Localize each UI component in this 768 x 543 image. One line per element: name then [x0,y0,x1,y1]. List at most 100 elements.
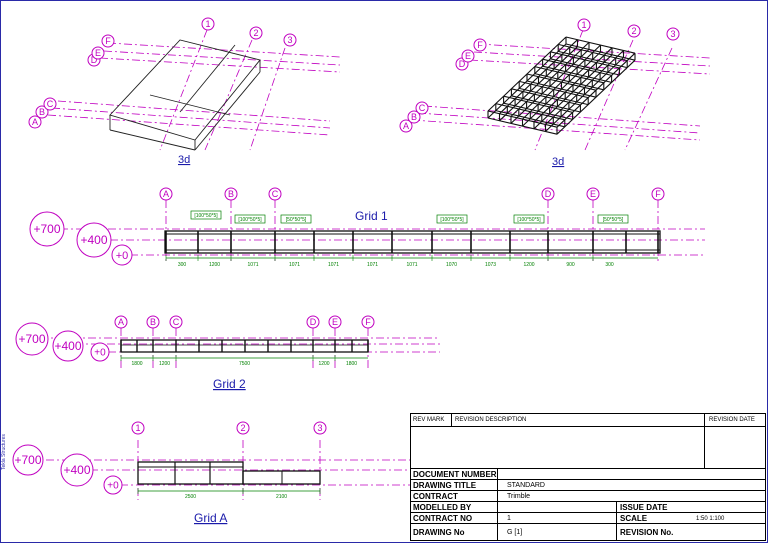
grid1-title[interactable]: Grid 1 [355,209,388,223]
grid2-level-0: +0 [90,342,110,362]
svg-text:1: 1 [581,20,586,30]
svg-text:+700: +700 [18,332,45,346]
grid2-axis-E: E [328,315,342,329]
grid1-beam-tag: [100*50*5] [238,217,262,223]
svg-text:E: E [95,48,101,58]
grid2-dim: 1800 [346,361,357,367]
svg-text:F: F [365,317,371,327]
axis-bubble-3dl-E: E [91,46,105,60]
grid1-dim: 1071 [247,262,258,268]
svg-text:B: B [39,107,45,117]
grid1-axis-C: C [268,187,282,201]
scale-label: SCALE [620,514,648,523]
grid1-dim: 1070 [446,262,457,268]
svg-text:B: B [228,189,234,199]
axis-bubble-3dl-1: 1 [201,17,215,31]
svg-text:+0: +0 [94,348,106,359]
axis-bubble-3dl-F: F [101,34,115,48]
svg-text:2: 2 [631,26,636,36]
rev-mark-header: REV MARK [413,417,445,423]
issue-date-label: ISSUE DATE [620,503,668,512]
axis-bubble-3dr-F: F [473,38,487,52]
grid2-axis-F: F [361,315,375,329]
revision-description-header: REVISION DESCRIPTION [455,417,527,423]
grid2-level-400: +400 [52,330,84,362]
grid2-title[interactable]: Grid 2 [213,377,246,391]
svg-text:+0: +0 [116,250,129,262]
grid1-dim: 300 [178,262,187,268]
drawing-no-label: DRAWING No [413,528,465,537]
grid1-dim: 1200 [523,262,534,268]
axis-bubble-3dl-B: B [35,105,49,119]
grid1-axis-E: E [586,187,600,201]
svg-text:C: C [173,317,180,327]
grid1-dim: 1071 [367,262,378,268]
grid1-level-400: +400 [76,222,112,258]
grid1-axis-B: B [224,187,238,201]
grid2-axis-C: C [169,315,183,329]
grid1-axis-D: D [541,187,555,201]
svg-text:A: A [403,121,409,131]
modelled-by-label: MODELLED BY [413,503,472,512]
axis-bubble-3dr-1: 1 [577,18,591,32]
svg-text:1: 1 [135,423,140,433]
contract-label: CONTRACT [413,492,458,501]
svg-text:2: 2 [240,423,245,433]
grid2-axis-B: B [146,315,160,329]
gridA-level-700: +700 [12,444,44,476]
grid2-axis-D: D [306,315,320,329]
svg-text:E: E [590,189,596,199]
axis-bubble-3dr-2: 2 [627,24,641,38]
svg-text:3: 3 [670,29,675,39]
svg-text:F: F [477,40,483,50]
gridA-axis-3: 3 [313,421,327,435]
document-number-label: DOCUMENT NUMBER [413,470,497,479]
grid2-dim: 1200 [318,361,329,367]
view-3d-left[interactable]: 3d [47,29,341,166]
drawing-no-value: G [1] [507,529,523,536]
svg-text:F: F [105,36,111,46]
grid2-level-700: +700 [15,322,49,356]
grid1-dim: 1073 [485,262,496,268]
svg-text:+400: +400 [80,233,107,247]
grid1-beam-tag: [100*50*5] [440,217,464,223]
svg-text:B: B [150,317,156,327]
grid1-level-0: +0 [111,244,133,266]
view-3d-right-title[interactable]: 3d [552,156,564,168]
grid1-dim: 1071 [406,262,417,268]
axis-bubble-3dl-C: C [43,97,57,111]
grid2-dim: 1800 [131,361,142,367]
svg-text:3: 3 [287,35,292,45]
axis-bubble-3dr-3: 3 [666,27,680,41]
contract-value: Trimble [507,493,531,500]
gridA-axis-2: 2 [236,421,250,435]
svg-text:+700: +700 [33,222,60,236]
title-block: REV MARK REVISION DESCRIPTION REVISION D… [410,413,766,541]
gridA-dim: 2100 [276,494,287,500]
svg-text:2: 2 [253,28,258,38]
revision-no-label: REVISION No. [620,528,674,537]
svg-text:E: E [465,51,471,61]
gridA-axis-1: 1 [131,421,145,435]
contract-no-label: CONTRACT NO [413,514,473,523]
view-3d-left-title[interactable]: 3d [178,154,190,166]
grid2-dim: 1200 [159,361,170,367]
svg-text:+0: +0 [107,481,119,492]
axis-bubble-3dr-C: C [415,101,429,115]
svg-text:F: F [655,189,661,199]
svg-text:A: A [32,117,38,127]
svg-text:+400: +400 [54,339,81,353]
revision-date-header: REVISION DATE [709,417,755,423]
gridA-title[interactable]: Grid A [194,511,227,525]
scale-value: 1:50 1:100 [696,515,725,522]
axis-bubble-3dl-2: 2 [249,26,263,40]
svg-text:+400: +400 [63,463,90,477]
view-3d-right[interactable]: 3d [411,29,711,168]
svg-text:1: 1 [205,19,210,29]
sidebar-watermark: Tekla Structures [1,434,7,470]
svg-text:C: C [272,189,279,199]
